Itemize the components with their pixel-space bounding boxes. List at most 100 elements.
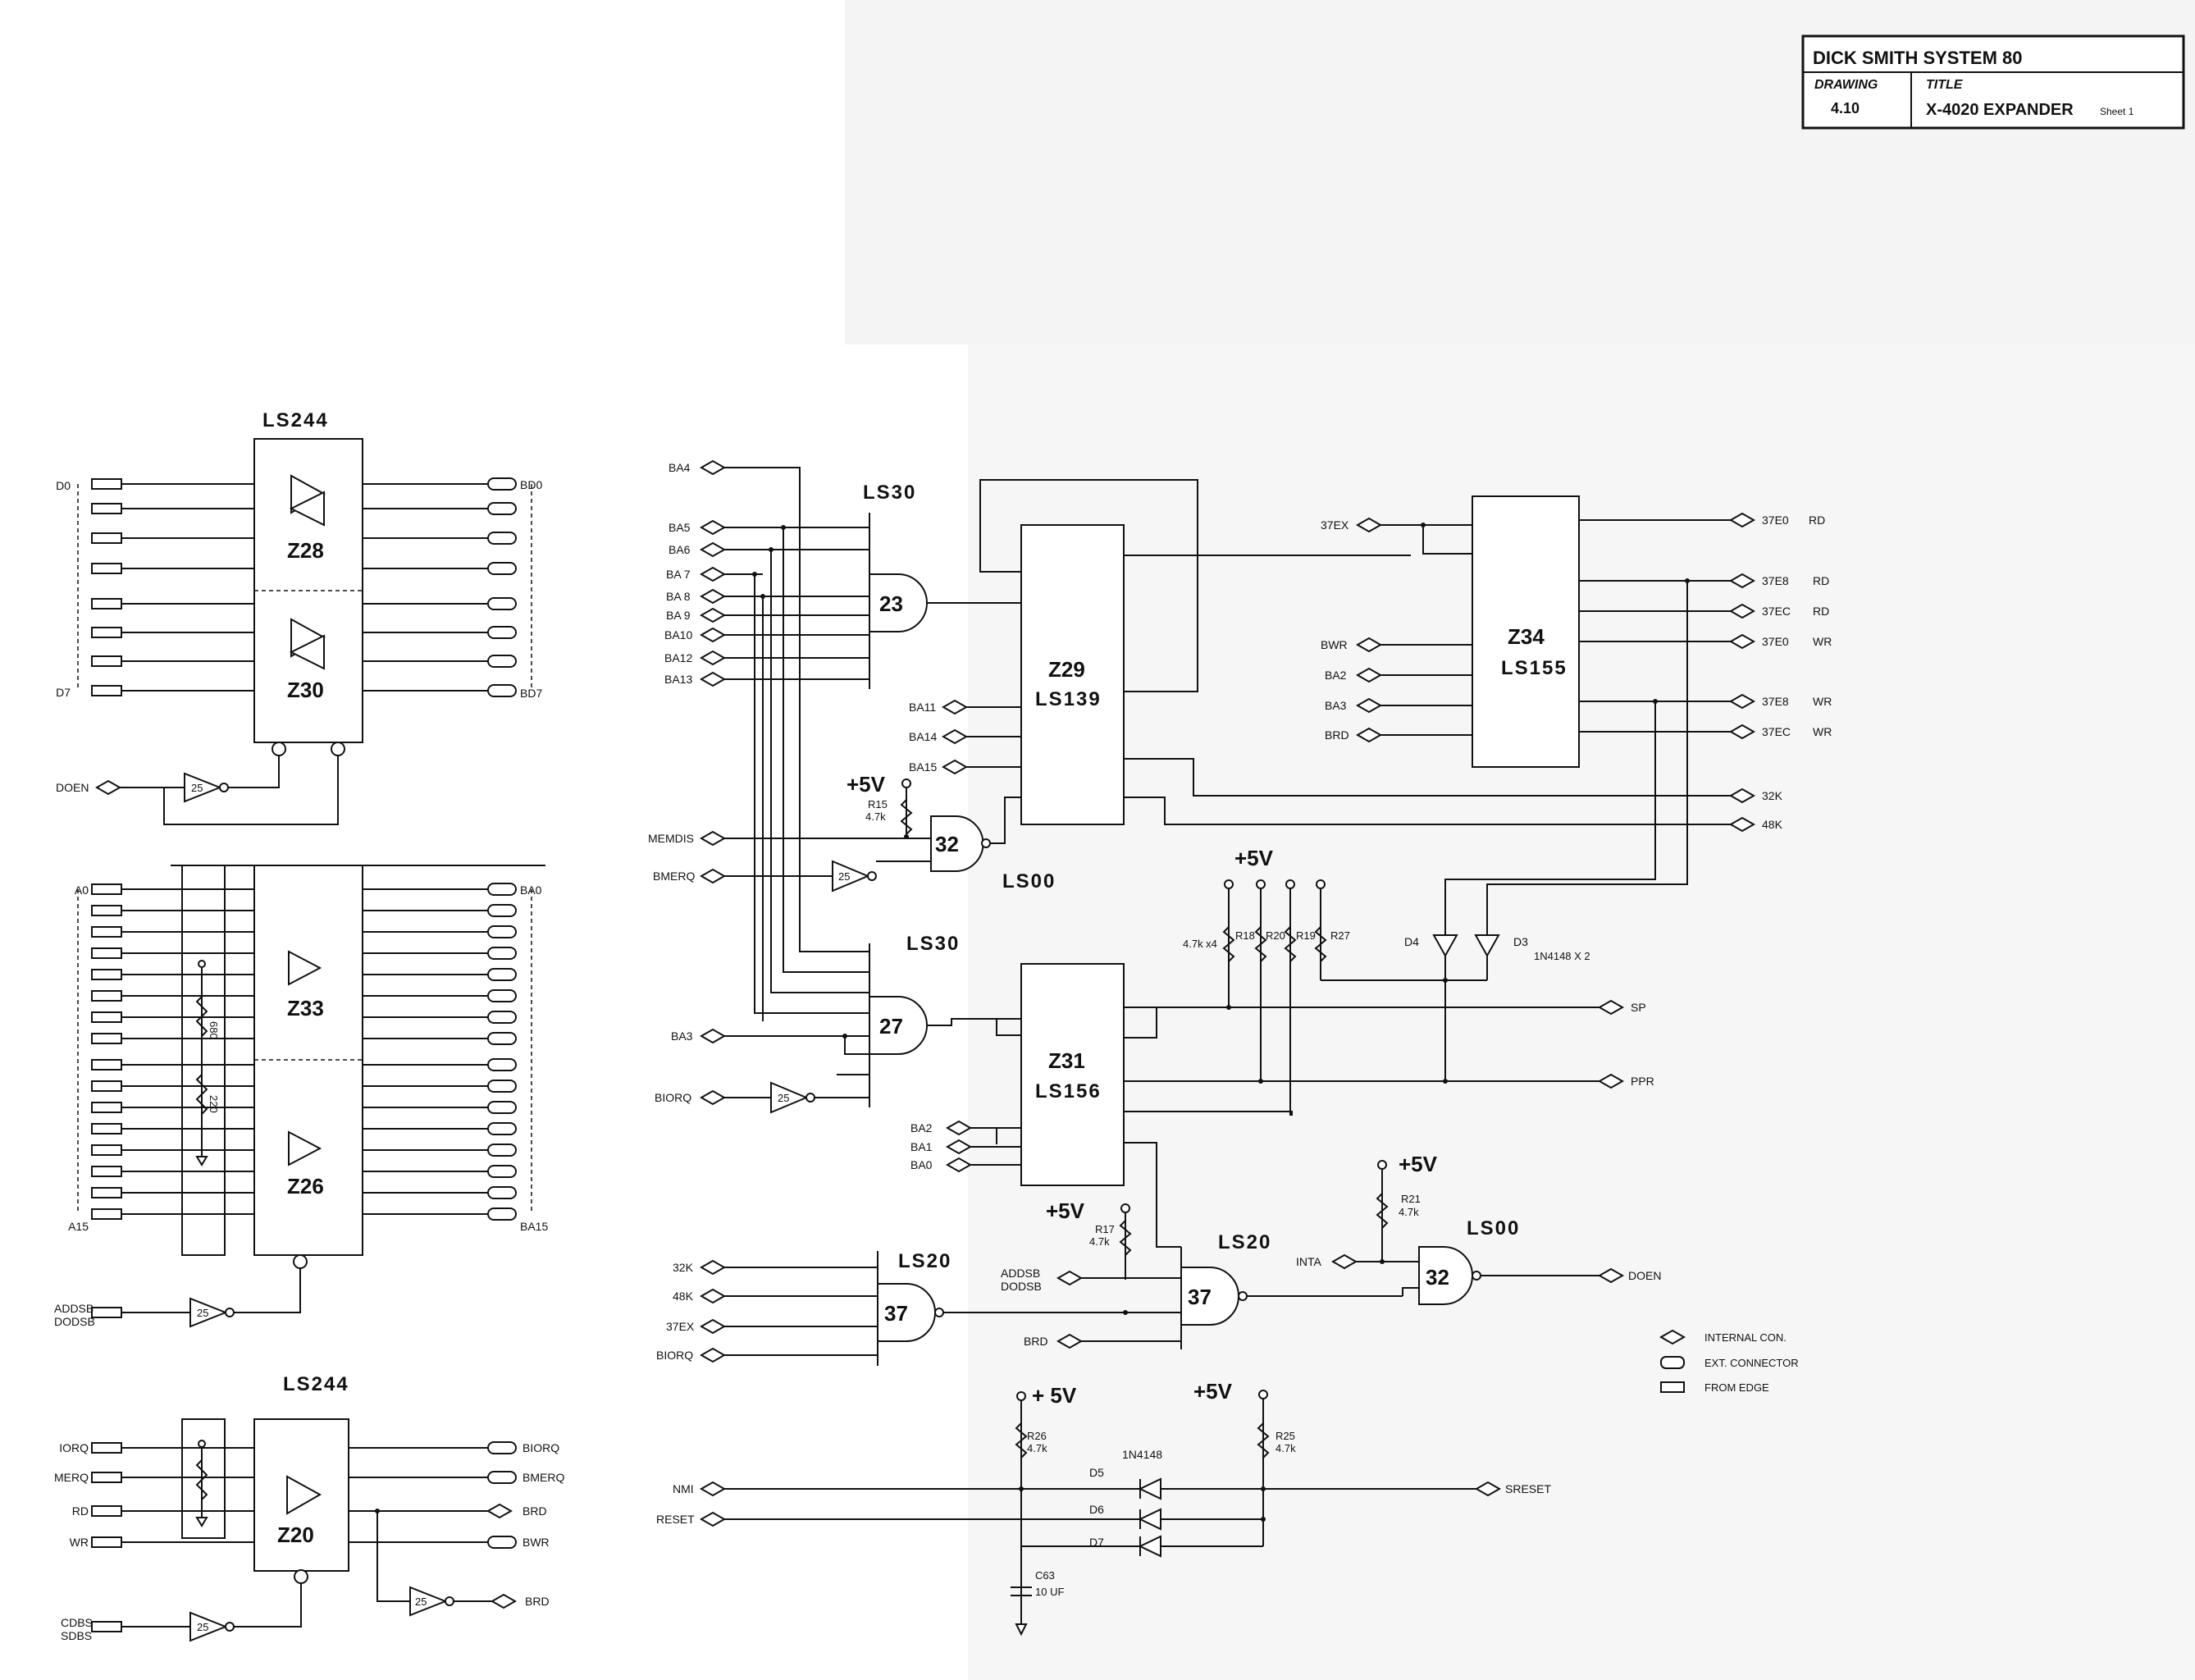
title-company: DICK SMITH SYSTEM 80: [1813, 48, 2022, 68]
signal-brd-b: BRD: [1024, 1335, 1048, 1348]
signal-ba0-z31: BA0: [910, 1158, 933, 1171]
chip-z34: Z34: [1508, 624, 1545, 649]
chip-z26: Z26: [287, 1174, 324, 1198]
signal-ba2-z31: BA2: [910, 1121, 933, 1134]
mode-wr-3: WR: [1813, 725, 1832, 738]
signal-addsb: ADDSB: [54, 1302, 94, 1315]
ls20-left-block: LS20 37 32K 48K 37EX BIORQ: [656, 1250, 1181, 1366]
signal-wr: WR: [70, 1536, 89, 1549]
signal-ba3-in: BA3: [671, 1029, 693, 1043]
plus5v-r15: +5V: [847, 772, 886, 797]
r27-label: R27: [1330, 929, 1350, 942]
r21-value: 4.7k: [1399, 1206, 1419, 1218]
title-sheet: Sheet 1: [2100, 106, 2134, 117]
gate-25-biorq: 25: [778, 1092, 789, 1104]
addsb-buffer: ADDSB DODSB 25: [54, 1268, 301, 1328]
signal-32k: 32K: [1762, 789, 1783, 802]
chip-z31: Z31: [1048, 1048, 1085, 1073]
signal-memdis: MEMDIS: [648, 832, 694, 845]
ls244-top-output-connectors: [363, 477, 532, 697]
ls00-right-type: LS00: [1467, 1217, 1520, 1239]
mode-rd-1: RD: [1809, 514, 1825, 527]
signal-48k-ls20: 48K: [673, 1290, 694, 1303]
z34-outputs: [1579, 512, 1756, 833]
cdbs-buffer: CDBS SDBS 25: [61, 1583, 302, 1642]
plus5v-r21: +5V: [1399, 1152, 1438, 1176]
signal-37e0-wr: 37E0: [1762, 635, 1789, 648]
chip-z29: Z29: [1048, 657, 1085, 682]
resistor-680: 680: [208, 1021, 220, 1039]
signal-inta: INTA: [1296, 1255, 1322, 1268]
r15-value: 4.7k: [865, 810, 886, 823]
signal-48k: 48K: [1762, 818, 1783, 831]
reset-network: + 5V R26 4.7k +5V R25 4.7k 1N4148 NMI SR…: [656, 1379, 1551, 1637]
signal-ba8: BA 8: [666, 590, 691, 603]
signal-d7: D7: [56, 686, 71, 699]
signal-ba2-z34: BA2: [1325, 669, 1347, 682]
signal-bwr: BWR: [523, 1536, 550, 1549]
signal-ba4: BA4: [669, 461, 691, 474]
r17-value: 4.7k: [1089, 1235, 1110, 1248]
r-pack-label: 4.7k x4: [1183, 938, 1217, 950]
gate-25-brd: 25: [415, 1596, 427, 1608]
plus5v-r17: +5V: [1046, 1198, 1085, 1223]
ls30-top-type: LS30: [863, 482, 916, 504]
ls244-top-input-connectors: [77, 478, 254, 696]
z34-block: Z34 LS155 37EX BWR BA2 BA3 BRD: [1321, 495, 1832, 911]
gate-27: 27: [879, 1014, 903, 1039]
d4-label: D4: [1404, 935, 1419, 948]
ls00-right-block: +5V R21 4.7k INTA LS00 32 DOEN: [1296, 1152, 1661, 1305]
signal-biorq: BIORQ: [523, 1441, 559, 1454]
signal-37ec-wr: 37EC: [1762, 725, 1791, 738]
signal-ba13: BA13: [664, 673, 692, 686]
chip-z20: Z20: [277, 1522, 314, 1547]
ls20-right-type: LS20: [1218, 1231, 1271, 1253]
signal-bmerq-in: BMERQ: [653, 870, 695, 883]
title-drawing-number: 4.10: [1831, 100, 1860, 116]
chip-z28: Z28: [287, 538, 324, 563]
gate-25-cdbs: 25: [197, 1621, 208, 1633]
gate-23: 23: [879, 591, 903, 616]
c63-value: 10 UF: [1035, 1586, 1064, 1598]
r26-label: R26: [1027, 1430, 1047, 1442]
signal-37e8-rd: 37E8: [1762, 574, 1789, 587]
ls30-mid-type: LS30: [906, 933, 960, 955]
ls00-top-type: LS00: [1002, 870, 1056, 892]
signal-iorq: IORQ: [59, 1441, 89, 1454]
ls244-bottom-type: LS244: [283, 1373, 349, 1395]
signal-dodsb-b: DODSB: [1001, 1280, 1042, 1293]
signal-bmerq: BMERQ: [523, 1471, 564, 1484]
r25-value: 4.7k: [1275, 1442, 1296, 1454]
ls244-mid-block: Z33 Z26 680 220: [68, 865, 548, 1269]
resistor-220: 220: [208, 1095, 220, 1113]
signal-37e0-rd: 37E0: [1762, 514, 1789, 527]
legend: INTERNAL CON. EXT. CONNECTOR FROM EDGE: [1659, 1329, 1799, 1394]
signal-doen-out: DOEN: [1628, 1269, 1661, 1282]
ls244-bottom-block: LS244 Z20 IORQ MERQ RD WR BIORQ BMERQ BR…: [54, 1373, 564, 1617]
ls30-mid-block: LS30 27 BA3 BIORQ 25: [655, 933, 1021, 1114]
plus5v-pack: +5V: [1234, 846, 1274, 870]
signal-sp: SP: [1631, 1001, 1646, 1014]
signal-sdbs: SDBS: [61, 1629, 92, 1642]
r21-label: R21: [1401, 1193, 1421, 1205]
chip-z33: Z33: [287, 996, 324, 1020]
gate-37-right: 37: [1188, 1285, 1212, 1309]
signal-ba15: BA15: [909, 760, 937, 774]
plus5v-r25: +5V: [1193, 1379, 1233, 1404]
signal-ba6: BA6: [669, 543, 691, 556]
signal-bd7: BD7: [520, 687, 542, 700]
signal-nmi: NMI: [673, 1482, 694, 1495]
chip-z34-type: LS155: [1501, 657, 1568, 679]
signal-brd: BRD: [523, 1504, 547, 1518]
r17-label: R17: [1095, 1223, 1115, 1235]
ls00-top-block: +5V R15 4.7k 32 LS00 MEMDIS BMERQ 25: [648, 772, 1056, 892]
z29-inputs: BA11 BA14 BA15: [909, 699, 1021, 775]
r19-label: R19: [1296, 929, 1316, 942]
signal-bwr-z34: BWR: [1321, 638, 1348, 651]
signal-brd-out: BRD: [525, 1595, 550, 1608]
chip-z31-type: LS156: [1035, 1080, 1102, 1102]
title-text: X-4020 EXPANDER: [1926, 101, 2074, 119]
signal-ba12: BA12: [664, 651, 692, 664]
doen-buffer: DOEN 25: [56, 756, 545, 866]
